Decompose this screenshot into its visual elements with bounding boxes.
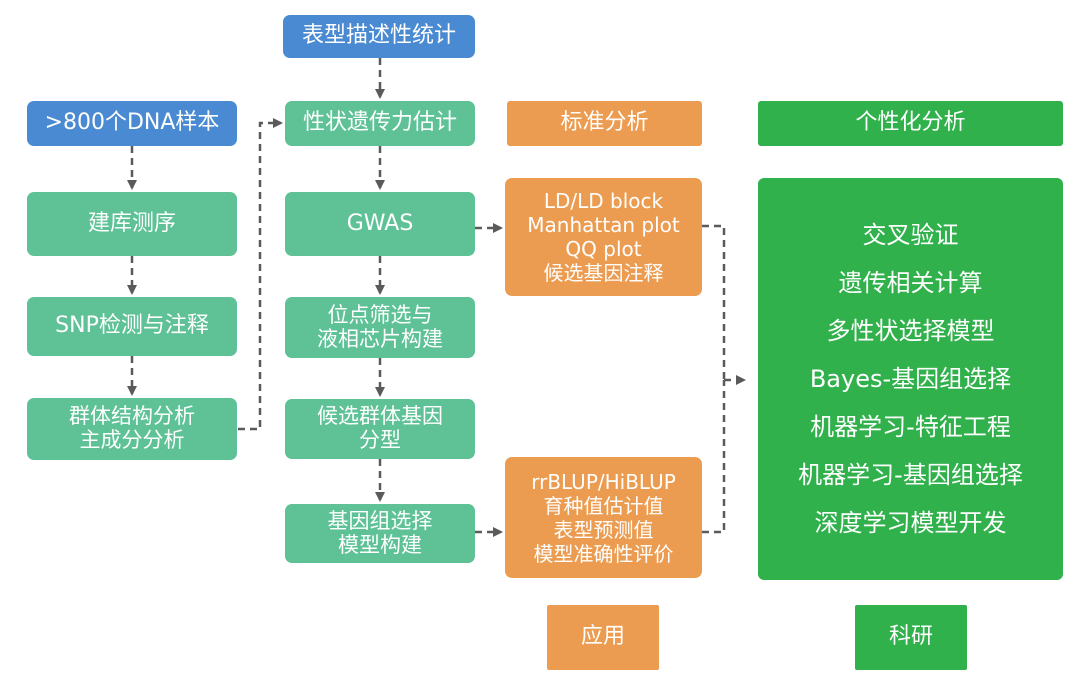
connector-gsout-to-research (702, 380, 726, 534)
personalized-analysis-header: 个性化分析 (758, 101, 1063, 146)
personalized-analysis-label: 个性化分析 (855, 110, 966, 136)
candidate-genotyping-line-1: 候选群体基因 (317, 404, 443, 429)
research-item-bayes: Bayes-基因组选择 (809, 365, 1012, 393)
snp-detection-box: SNP检测与注释 (27, 297, 237, 356)
gwas-output-annotation: 候选基因注释 (543, 261, 664, 285)
research-label-box: 科研 (855, 605, 967, 670)
phenotype-stats-label: 表型描述性统计 (301, 23, 456, 49)
research-label: 科研 (888, 624, 933, 650)
gs-output-accuracy: 模型准确性评价 (533, 541, 674, 566)
research-items-panel: 交叉验证 遗传相关计算 多性状选择模型 Bayes-基因组选择 机器学习-特征工… (758, 178, 1063, 580)
connector-gwasout-to-research (702, 224, 726, 380)
standard-analysis-header: 标准分析 (507, 101, 702, 146)
gs-output-blup: rrBLUP/HiBLUP (531, 469, 676, 494)
gs-output-breeding-value: 育种值估计值 (543, 493, 664, 518)
gwas-label: GWAS (346, 210, 414, 236)
research-item-multi-trait: 多性状选择模型 (826, 317, 995, 345)
dna-samples-box: >800个DNA样本 (27, 101, 237, 146)
population-structure-box: 群体结构分析 主成分分析 (27, 398, 237, 460)
population-structure-line-1: 群体结构分析 (69, 404, 195, 429)
research-item-genetic-correlation: 遗传相关计算 (838, 269, 983, 297)
standard-analysis-label: 标准分析 (560, 110, 649, 136)
site-screening-line-2: 液相芯片构建 (317, 326, 443, 351)
gs-model-line-2: 模型构建 (338, 532, 422, 557)
candidate-genotyping-line-2: 分型 (359, 428, 401, 452)
candidate-genotyping-box: 候选群体基因 分型 (285, 399, 475, 459)
research-item-ml-gs: 机器学习-基因组选择 (798, 461, 1023, 489)
research-item-cross-validation: 交叉验证 (862, 221, 959, 249)
site-screening-box: 位点筛选与 液相芯片构建 (285, 297, 475, 358)
gs-model-box: 基因组选择 模型构建 (285, 504, 475, 563)
library-sequencing-label: 建库测序 (87, 210, 176, 236)
gs-model-line-1: 基因组选择 (327, 508, 433, 533)
snp-detection-label: SNP检测与注释 (55, 313, 209, 339)
gs-outputs-box: rrBLUP/HiBLUP 育种值估计值 表型预测值 模型准确性评价 (505, 457, 702, 578)
dna-samples-label: >800个DNA样本 (44, 110, 220, 136)
gwas-box: GWAS (285, 192, 475, 256)
gwas-output-qq: QQ plot (565, 237, 642, 261)
gwas-outputs-box: LD/LD block Manhattan plot QQ plot 候选基因注… (505, 178, 702, 296)
heritability-box: 性状遗传力估计 (285, 101, 475, 146)
research-item-deep-learning: 深度学习模型开发 (814, 509, 1007, 537)
arrow-structure-to-heritability (238, 118, 283, 431)
gs-output-phenotype-prediction: 表型预测值 (553, 517, 654, 542)
research-item-ml-feature: 机器学习-特征工程 (810, 413, 1011, 441)
population-structure-line-2: 主成分分析 (79, 428, 185, 452)
application-label: 应用 (580, 624, 625, 650)
heritability-label: 性状遗传力估计 (302, 110, 457, 136)
library-sequencing-box: 建库测序 (27, 192, 237, 256)
application-label-box: 应用 (547, 605, 659, 670)
gwas-output-ld: LD/LD block (543, 189, 664, 213)
site-screening-line-1: 位点筛选与 (327, 302, 433, 327)
phenotype-stats-box: 表型描述性统计 (283, 15, 475, 58)
gwas-output-manhattan: Manhattan plot (527, 213, 680, 237)
